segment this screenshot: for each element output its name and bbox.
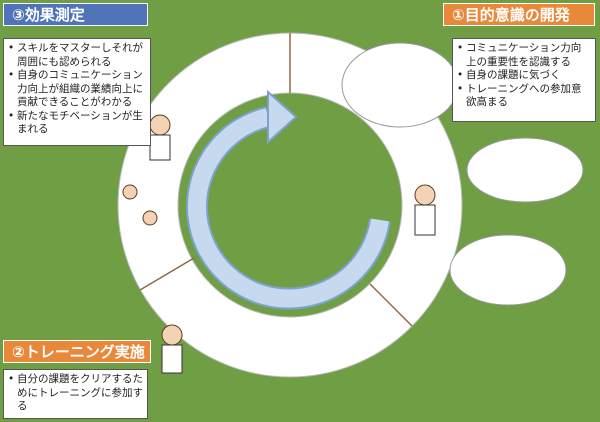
person-figure-right: [414, 184, 436, 236]
step3-bullet: 新たなモチベーションが生まれる: [8, 110, 146, 137]
ring-divider-left: [139, 257, 195, 291]
step1-title: ①目的意識の開発: [443, 3, 595, 26]
step3-description: スキルをマスターしそれが周囲にも認められる 自身のコミュニケーション力向上が組織…: [3, 38, 151, 146]
thought-bubble-boss: [466, 137, 584, 203]
cycle-arrow-head: [267, 89, 298, 145]
thought-bubble-seminar: [449, 234, 567, 306]
step2-description: 自分の課題をクリアするためにトレーニングに参加する: [3, 369, 148, 419]
person-figure-left: [122, 184, 158, 226]
ring-divider-right: [369, 283, 413, 327]
ring-inner: [177, 92, 403, 318]
step2-title: ②トレーニング実施: [3, 340, 151, 363]
step1-description: コミュニケーション力向上の重要性を認識する 自身の課題に気づく トレーニングへの…: [452, 38, 596, 122]
cycle-arrow-body: [188, 108, 389, 308]
step3-title: ③効果測定: [3, 3, 148, 26]
step3-bullet: 自身のコミュニケーション力向上が組織の業績向上に貢献できることがわかる: [8, 69, 146, 110]
person-figure-bottom: [161, 324, 183, 374]
step1-bullet: 自身の課題に気づく: [457, 69, 591, 83]
thought-bubble-meeting: [341, 42, 459, 128]
step2-bullet: 自分の課題をクリアするためにトレーニングに参加する: [8, 373, 143, 414]
step3-bullet: スキルをマスターしそれが周囲にも認められる: [8, 42, 146, 69]
person-figure-top: [149, 114, 171, 161]
step1-bullet: コミュニケーション力向上の重要性を認識する: [457, 42, 591, 69]
step1-bullet: トレーニングへの参加意欲高まる: [457, 83, 591, 110]
